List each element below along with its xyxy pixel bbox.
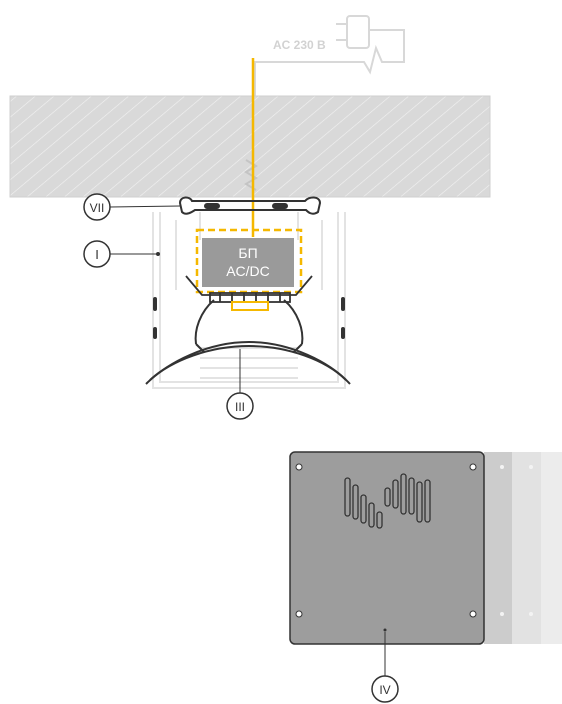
screw-icon [244, 159, 258, 191]
psu-box [202, 238, 294, 287]
svg-text:III: III [235, 400, 245, 414]
diffuser [145, 299, 351, 385]
ghost-holes [500, 465, 533, 616]
svg-text:IV: IV [379, 683, 390, 697]
end-cap-ghost-2 [512, 452, 541, 644]
ceiling-bracket [178, 196, 322, 215]
power-plug-icon [254, 15, 405, 160]
psu-label-line2: AC/DC [226, 263, 270, 279]
power-label: AC 230 В [273, 38, 326, 52]
vent-slots [344, 473, 431, 529]
psu-highlight [195, 228, 303, 294]
svg-text:I: I [95, 247, 99, 262]
callout-vii: VII [83, 193, 181, 221]
profile-slots [153, 297, 345, 339]
callout-iv: IV [371, 632, 399, 703]
callout-iii: III [226, 349, 254, 420]
end-cap-ghost-3 [541, 452, 562, 644]
end-cap-plate [289, 451, 485, 645]
ceiling-slab [9, 95, 491, 198]
psu-label-line1: БП [238, 245, 257, 261]
connector-highlight [231, 301, 269, 311]
aluminium-profile [152, 212, 346, 389]
end-cap-ghost-1 [484, 452, 512, 644]
svg-text:VII: VII [90, 201, 105, 215]
callout-i: I [83, 240, 160, 268]
